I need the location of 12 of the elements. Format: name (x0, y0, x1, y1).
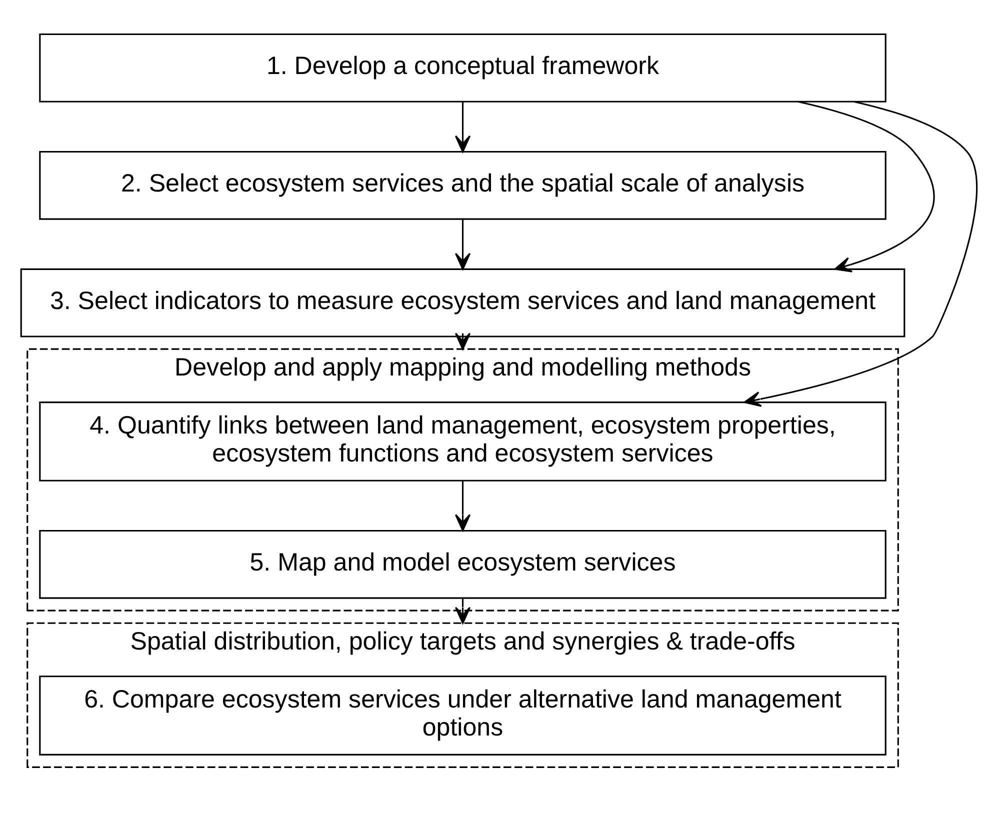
node-box: 4. Quantify links between land management, ecosystem properties, ecosystem functions and ecosystem services (39, 402, 886, 482)
arrow (454, 332, 471, 350)
arrow (454, 480, 471, 532)
node-box: 6. Compare ecosystem services under alternative land management options (39, 676, 886, 756)
arrow (454, 102, 471, 152)
arrow (454, 219, 471, 270)
node-box: 1. Develop a conceptual framework (39, 33, 886, 102)
arrow (454, 598, 471, 624)
node-box: 2. Select ecosystem services and the spatial scale of analysis (39, 150, 886, 220)
node-box: 5. Map and model ecosystem services (39, 530, 886, 599)
arrow (798, 100, 935, 272)
arrow (744, 100, 978, 407)
